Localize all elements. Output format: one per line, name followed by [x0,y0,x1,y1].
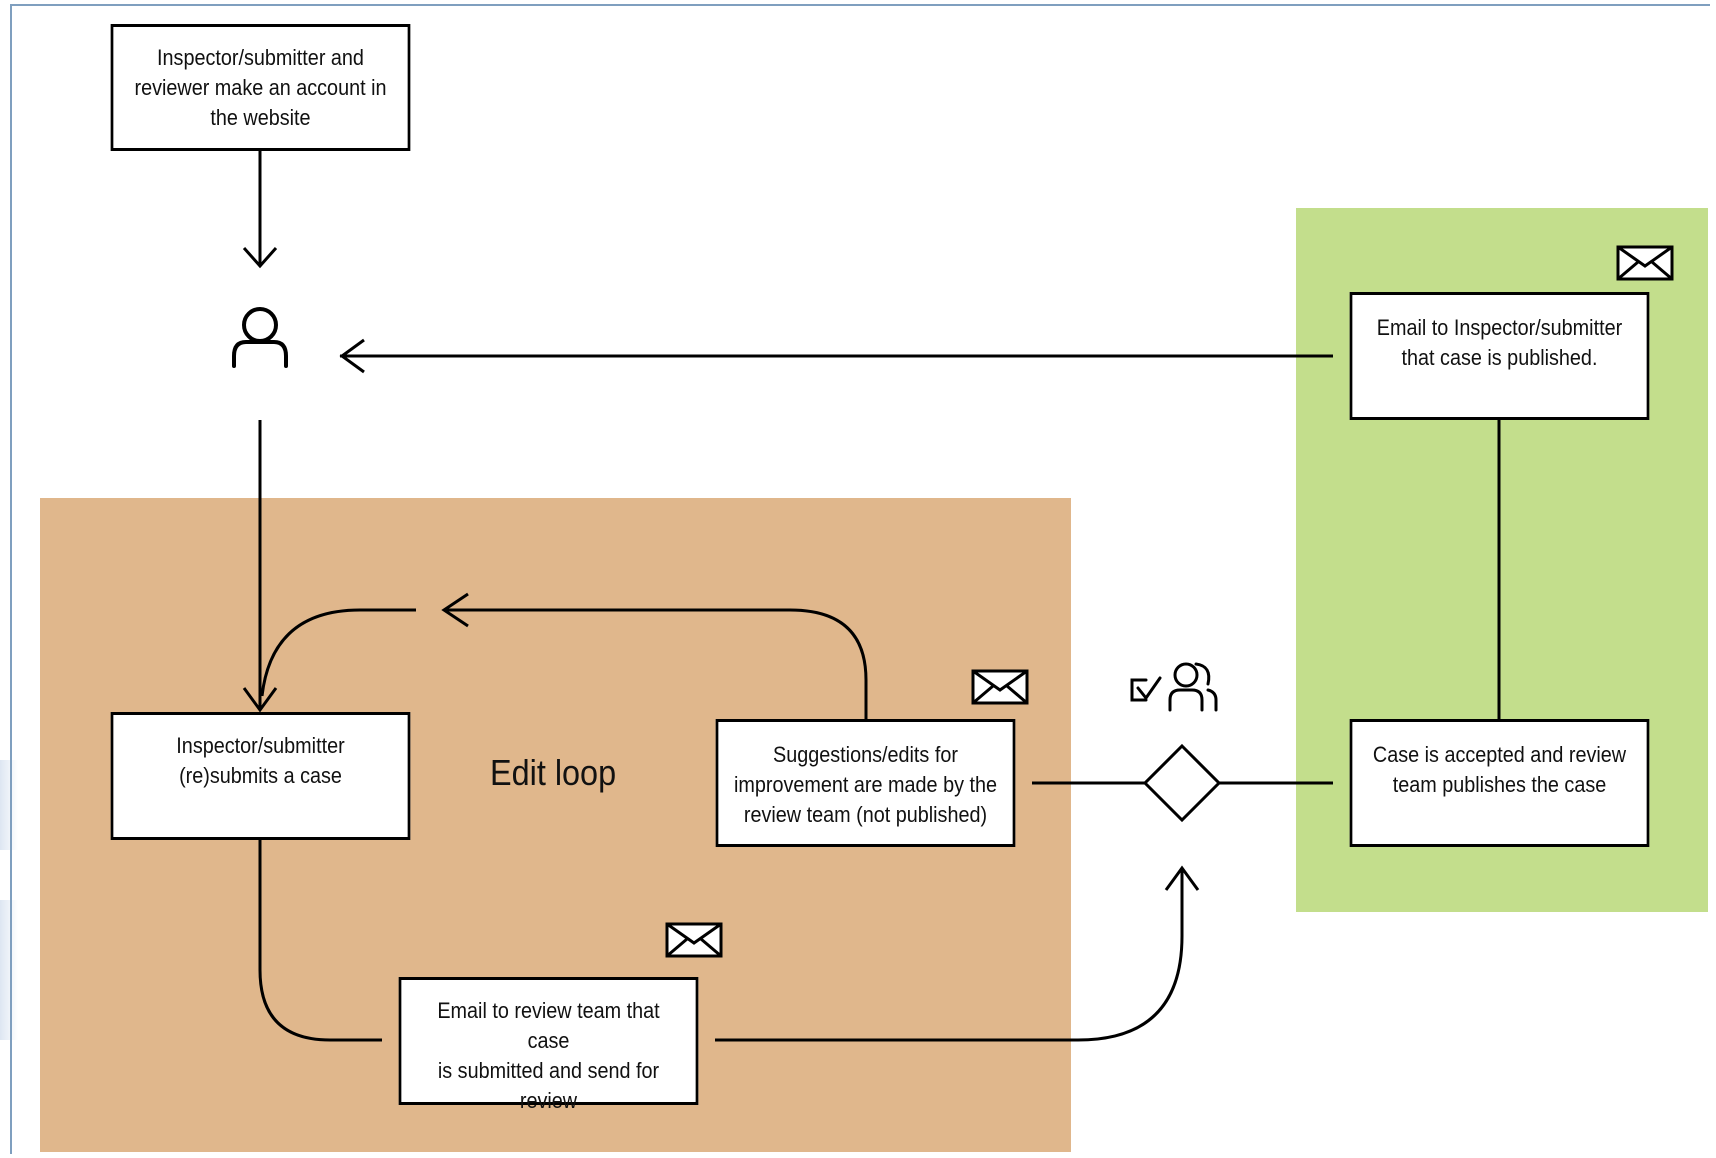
user-icon [232,307,288,368]
connector-email-to-decision [715,868,1184,1042]
step-email-published: Email to Inspector/submitter that case i… [1349,292,1650,420]
step-submit-case-text: Inspector/submitter (re)submits a case [176,733,345,788]
envelope-icon [665,922,723,958]
step-submit-case: Inspector/submitter (re)submits a case [110,712,411,840]
arrowhead-left-icon [441,592,469,628]
diagram-frame [10,4,1710,1154]
arrowhead-left-icon [339,338,365,374]
step-suggestions-text: Suggestions/edits for improvement are ma… [733,742,998,827]
review-team-icon [1168,662,1218,712]
step-email-review-team: Email to review team that case is submit… [398,977,699,1113]
connector-edit-loop-return [260,608,416,697]
arrowhead-up-icon [1164,865,1200,891]
step-create-account: Inspector/submitter and reviewer make an… [110,24,411,151]
arrowhead-down-icon [242,247,278,269]
step-email-review-team-text: Email to review team that case is submit… [437,998,660,1113]
step-case-accepted: Case is accepted and review team publish… [1349,719,1650,847]
arrowhead-down-icon [242,687,278,713]
step-suggestions: Suggestions/edits for improvement are ma… [715,719,1016,847]
left-edge-shade [0,760,18,850]
checkbox-check-icon [1130,676,1162,702]
step-create-account-text: Inspector/submitter and reviewer make an… [134,45,387,130]
edit-loop-label: Edit loop [490,752,617,793]
left-edge-shade [0,900,18,1040]
connector-edit-loop [444,608,868,719]
envelope-icon [971,669,1029,705]
decision-diamond [1142,743,1222,823]
connector-submit-to-email [258,840,382,1042]
step-email-published-text: Email to Inspector/submitter that case i… [1376,315,1623,370]
envelope-icon [1616,245,1674,281]
step-case-accepted-text: Case is accepted and review team publish… [1372,742,1627,797]
